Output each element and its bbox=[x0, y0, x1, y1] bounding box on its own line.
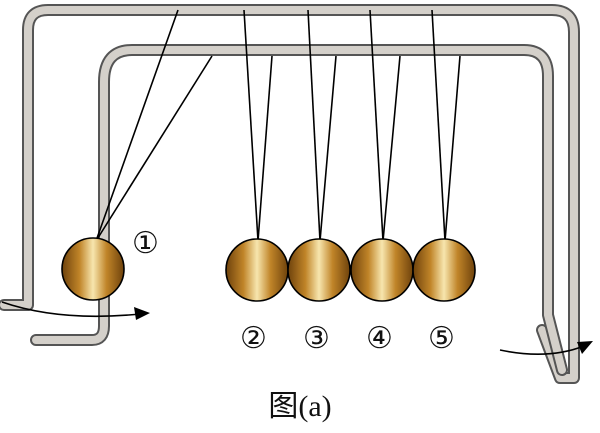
string-ball-4-b bbox=[382, 55, 401, 242]
string-ball-1-b bbox=[95, 55, 213, 242]
string-ball-1-a bbox=[95, 9, 179, 242]
ball-label-2: ② bbox=[240, 321, 267, 356]
string-ball-5-b bbox=[444, 55, 461, 242]
left-arrow-curve bbox=[1, 301, 141, 318]
cradle-frame bbox=[0, 4, 580, 384]
flow-arrows bbox=[1, 301, 593, 355]
ball-3 bbox=[287, 238, 351, 302]
ball-4 bbox=[350, 238, 414, 302]
string-ball-5-a bbox=[431, 9, 446, 242]
ball-label-1: ① bbox=[132, 226, 159, 261]
left-arrowhead-icon bbox=[134, 307, 150, 320]
string-ball-3-b bbox=[319, 55, 337, 242]
string-ball-3-a bbox=[307, 9, 321, 242]
right-arrowhead-icon bbox=[577, 341, 593, 354]
string-ball-2-b bbox=[257, 55, 273, 242]
ball-label-5: ⑤ bbox=[428, 321, 455, 356]
ball-5 bbox=[412, 238, 476, 302]
string-ball-4-a bbox=[369, 9, 384, 242]
figure-caption: 图(a) bbox=[268, 390, 331, 423]
outer-rod bbox=[0, 4, 580, 384]
right-arrow-curve bbox=[499, 345, 585, 355]
ball-label-3: ③ bbox=[303, 321, 330, 356]
ball-2 bbox=[225, 238, 289, 302]
balls bbox=[61, 237, 476, 302]
ball-labels: ① ② ③ ④ ⑤ bbox=[132, 226, 455, 356]
ball-label-4: ④ bbox=[366, 321, 393, 356]
ball-1 bbox=[61, 237, 125, 301]
string-ball-2-a bbox=[243, 9, 259, 242]
strings bbox=[95, 9, 461, 242]
